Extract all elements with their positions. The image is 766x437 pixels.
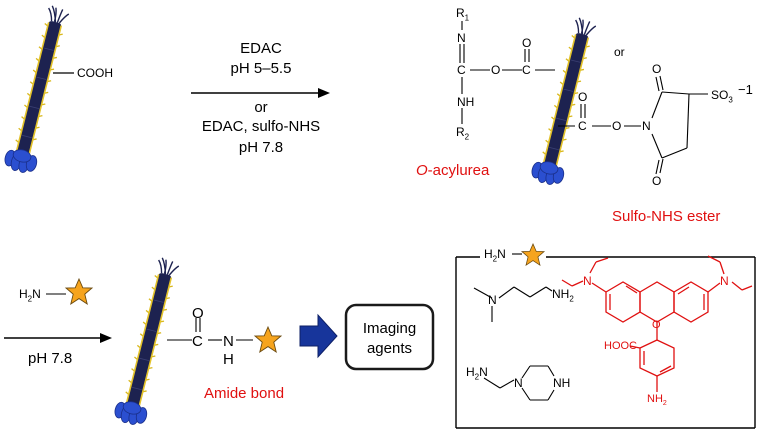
condition-edac: EDAC xyxy=(240,40,282,57)
ester-o-carbonyl: O xyxy=(578,90,588,104)
charge-label: −1 xyxy=(738,82,753,97)
nanotube-rod-activated xyxy=(528,14,603,189)
acylurea-o-carbonyl: O xyxy=(522,36,532,50)
acylurea-c2: C xyxy=(522,63,531,77)
so3-label: SO3 xyxy=(711,88,733,105)
or-label: or xyxy=(614,45,625,59)
nanotube-rod-amide xyxy=(111,254,186,429)
acylurea-nh: NH xyxy=(457,95,475,109)
piperazine-structure xyxy=(483,365,555,401)
nanotube-rod-start xyxy=(1,2,76,177)
dmeda-structure xyxy=(473,286,553,322)
pip-nh: NH xyxy=(553,376,571,390)
step2-h2n-label: H2N xyxy=(19,287,41,304)
ring-o-top: O xyxy=(652,62,662,76)
cooh-label: COOH xyxy=(77,66,113,80)
reaction-arrow-1 xyxy=(191,88,330,98)
pip-n: N xyxy=(514,376,523,390)
r1-label: R1 xyxy=(456,6,470,23)
rhod-n-left: N xyxy=(583,274,592,288)
acylurea-o-ester: O xyxy=(491,63,501,77)
amide-h: H xyxy=(223,351,234,368)
condition-or: or xyxy=(254,99,268,116)
sulfo-nhs-ester-structure xyxy=(558,75,708,175)
ring-o-bottom: O xyxy=(652,174,662,188)
amide-structure xyxy=(167,318,253,341)
dmeda-nh2: NH2 xyxy=(552,287,574,304)
panel-star xyxy=(521,243,545,266)
amide-c: C xyxy=(192,333,203,350)
blue-arrow xyxy=(299,313,338,359)
amine-panel-frame xyxy=(455,256,756,429)
imaging-agents-box xyxy=(344,303,435,371)
amine-star-reagent xyxy=(46,278,93,305)
condition-ph-neutral: pH 7.8 xyxy=(238,139,284,156)
condition-ph-acid: pH 5–5.5 xyxy=(230,60,292,77)
step2-ph-label: pH 7.8 xyxy=(28,350,73,367)
ester-o: O xyxy=(612,119,622,133)
acylurea-c1: C xyxy=(457,63,466,77)
acylurea-n: N xyxy=(457,31,466,45)
ester-c: C xyxy=(578,119,587,133)
imaging-agents-line2: agents xyxy=(366,340,413,357)
o-acylurea-label: O-acylurea xyxy=(416,162,490,179)
amide-bond-label: Amide bond xyxy=(204,385,285,402)
pip-h2n: H2N xyxy=(466,365,488,382)
amide-o: O xyxy=(192,305,204,322)
imaging-agents-line1: Imaging xyxy=(362,320,417,337)
r2-label: R2 xyxy=(456,125,470,142)
rhod-n-right: N xyxy=(720,274,729,288)
rhod-o: O xyxy=(652,319,661,331)
amide-star xyxy=(254,326,282,353)
dmeda-n: N xyxy=(488,293,497,307)
panel-h2n-label: H2N xyxy=(484,247,506,264)
reaction-arrow-2 xyxy=(4,333,112,343)
amide-n: N xyxy=(223,333,234,350)
ester-n: N xyxy=(642,119,651,133)
sulfo-nhs-ester-label: Sulfo-NHS ester xyxy=(612,208,721,225)
rhod-cooh: HOOC xyxy=(604,340,637,352)
condition-edac-sulfo-nhs: EDAC, sulfo-NHS xyxy=(201,118,321,135)
o-acylurea-structure xyxy=(459,21,555,124)
rhod-nh2: NH2 xyxy=(647,393,667,408)
rhodamine-structure xyxy=(561,255,753,392)
